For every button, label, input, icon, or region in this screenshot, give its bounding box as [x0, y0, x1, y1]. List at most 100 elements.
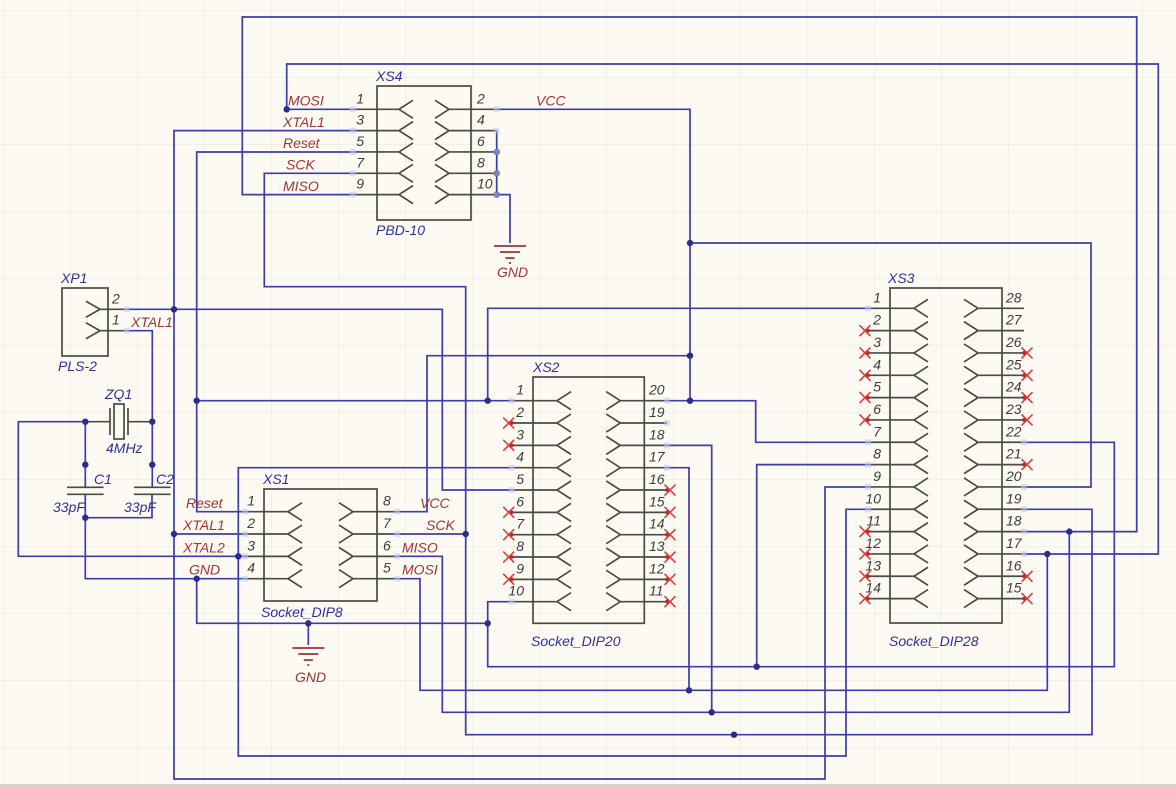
- no-connect-x[interactable]: [858, 369, 872, 382]
- pin-lead[interactable]: [605, 480, 667, 500]
- net-label-sck-xs1[interactable]: SCK: [426, 517, 455, 533]
- value-c1[interactable]: 33pF: [53, 499, 86, 515]
- net-label-xtal1-xp1[interactable]: XTAL1: [130, 314, 173, 330]
- no-connect-x[interactable]: [502, 573, 515, 586]
- pin-lead[interactable]: [245, 524, 303, 544]
- no-connect-x[interactable]: [502, 439, 515, 452]
- no-connect-x[interactable]: [858, 547, 872, 560]
- pin-lead[interactable]: [868, 544, 929, 564]
- pin-lead[interactable]: [868, 320, 929, 341]
- value-zq1[interactable]: 4MHz: [106, 440, 143, 456]
- pin-lead[interactable]: [605, 502, 667, 523]
- net-label-reset-xs1[interactable]: Reset: [186, 495, 224, 511]
- pin-lead[interactable]: [605, 591, 667, 612]
- pin-lead[interactable]: [963, 499, 1024, 519]
- no-connect-x[interactable]: [1020, 570, 1034, 583]
- no-connect-x[interactable]: [502, 506, 515, 519]
- pin-lead[interactable]: [245, 546, 303, 567]
- ref-xp1[interactable]: XP1: [60, 270, 87, 286]
- pin-lead[interactable]: [605, 457, 667, 478]
- pin-lead[interactable]: [868, 499, 929, 519]
- no-connect-x[interactable]: [858, 391, 872, 404]
- type-xs4[interactable]: PBD-10: [376, 222, 425, 238]
- pin-lead[interactable]: [963, 521, 1024, 542]
- pin-lead[interactable]: [868, 588, 929, 609]
- pin-lead[interactable]: [605, 413, 667, 433]
- no-connect-x[interactable]: [502, 528, 515, 541]
- no-connect-x[interactable]: [1020, 391, 1034, 404]
- pin-lead[interactable]: [868, 410, 929, 430]
- ref-xs3[interactable]: XS3: [887, 270, 915, 286]
- pin-lead[interactable]: [868, 432, 929, 452]
- net-label-miso-xs1[interactable]: MISO: [402, 539, 438, 555]
- no-connect-x[interactable]: [1020, 592, 1034, 605]
- socket-xs2[interactable]: [532, 376, 646, 625]
- pin-lead[interactable]: [511, 591, 572, 612]
- pin-lead[interactable]: [963, 588, 1024, 609]
- no-connect-x[interactable]: [502, 550, 515, 564]
- pin-lead[interactable]: [868, 521, 929, 542]
- pin-lead[interactable]: [963, 387, 1024, 408]
- pin-lead[interactable]: [963, 454, 1024, 475]
- no-connect-x[interactable]: [502, 416, 515, 430]
- no-connect-x[interactable]: [663, 595, 677, 608]
- pin-lead[interactable]: [605, 524, 667, 545]
- pin-lead[interactable]: [511, 569, 572, 590]
- pin-lead[interactable]: [605, 547, 667, 567]
- pin-lead[interactable]: [963, 544, 1024, 564]
- pin-lead[interactable]: [605, 390, 667, 411]
- net-label-mosi-xs1[interactable]: MOSI: [402, 562, 438, 578]
- no-connect-x[interactable]: [663, 528, 677, 541]
- net-label-xtal1-xs1[interactable]: XTAL1: [182, 517, 225, 533]
- pin-lead[interactable]: [338, 568, 397, 589]
- pin-lead[interactable]: [511, 524, 572, 545]
- no-connect-x[interactable]: [1020, 413, 1034, 427]
- pin-lead[interactable]: [511, 390, 572, 411]
- gnd-label-bottom[interactable]: GND: [295, 669, 326, 685]
- pin-lead[interactable]: [352, 184, 414, 205]
- pin-lead[interactable]: [868, 298, 929, 319]
- net-mosi[interactable]: [285, 63, 1160, 692]
- value-c2[interactable]: 33pF: [124, 499, 157, 515]
- pin-lead[interactable]: [352, 163, 414, 184]
- no-connect-x[interactable]: [663, 483, 677, 497]
- pin-lead[interactable]: [511, 413, 572, 433]
- pin-lead[interactable]: [434, 120, 497, 141]
- ref-xs2[interactable]: XS2: [532, 359, 560, 375]
- pin-lead[interactable]: [868, 365, 929, 386]
- pin-lead[interactable]: [963, 365, 1024, 386]
- net-gnd[interactable]: [84, 130, 1116, 668]
- pin-lead[interactable]: [511, 480, 572, 500]
- net-xtal1[interactable]: [126, 129, 868, 780]
- pin-lead[interactable]: [868, 387, 929, 408]
- no-connect-x[interactable]: [858, 413, 872, 427]
- pin-lead[interactable]: [511, 502, 572, 523]
- no-connect-x[interactable]: [1020, 369, 1034, 382]
- net-miso[interactable]: [241, 16, 1138, 714]
- no-connect-x[interactable]: [858, 570, 872, 583]
- pin-lead[interactable]: [245, 568, 303, 589]
- net-vcc[interactable]: [397, 108, 1092, 513]
- ref-xs4[interactable]: XS4: [375, 68, 403, 84]
- capacitor-c1[interactable]: [67, 486, 104, 496]
- net-label-vcc-top[interactable]: VCC: [536, 93, 566, 109]
- type-xp1[interactable]: PLS-2: [58, 358, 97, 374]
- pin-lead[interactable]: [511, 547, 572, 567]
- no-connect-x[interactable]: [1020, 346, 1034, 360]
- ref-c2[interactable]: C2: [156, 471, 174, 487]
- net-label-mosi[interactable]: MOSI: [288, 93, 324, 109]
- pin-lead[interactable]: [511, 435, 572, 456]
- net-label-gnd-xs1[interactable]: GND: [189, 562, 220, 578]
- socket-xs1[interactable]: [263, 488, 378, 602]
- pin-lead[interactable]: [338, 501, 397, 522]
- no-connect-x[interactable]: [858, 525, 872, 538]
- pin-lead[interactable]: [868, 566, 929, 586]
- no-connect-x[interactable]: [858, 346, 872, 360]
- pin-lead[interactable]: [338, 524, 397, 544]
- net-xtal2[interactable]: [17, 420, 868, 757]
- no-connect-x[interactable]: [1020, 458, 1034, 471]
- net-label-vcc-xs1[interactable]: VCC: [420, 495, 450, 511]
- gnd-label-top[interactable]: GND: [497, 264, 528, 280]
- net-label-sck-xs4[interactable]: SCK: [286, 157, 315, 173]
